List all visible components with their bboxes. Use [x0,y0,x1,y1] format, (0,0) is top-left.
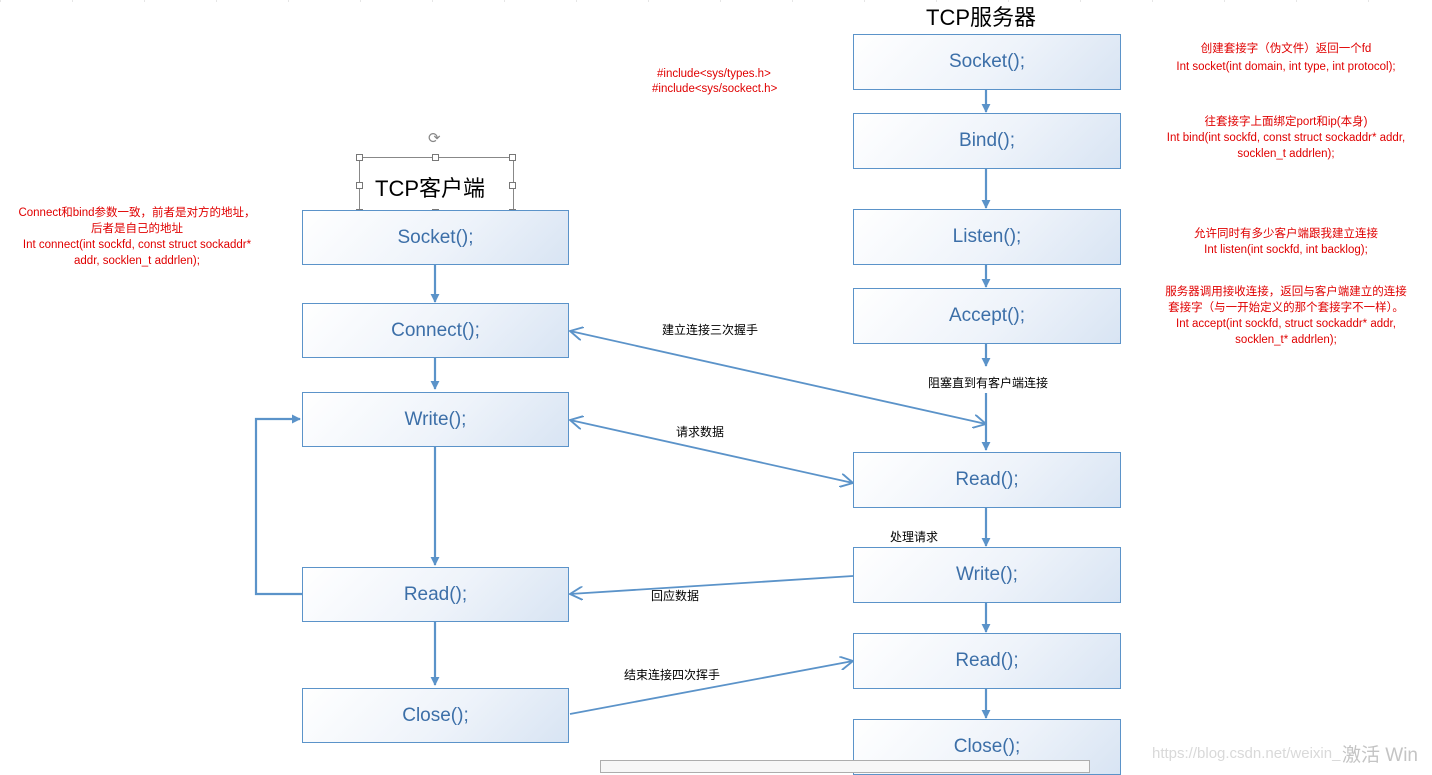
server-write-box[interactable]: Write(); [853,547,1121,603]
note-socket-line: 创建套接字（伪文件）返回一个fd [1200,43,1372,55]
client-title: TCP客户端 [375,176,486,201]
note-bind-line: Int bind(int sockfd, const struct sockad… [1166,132,1406,144]
label-process: 处理请求 [890,530,939,544]
label-handshake: 建立连接三次握手 [662,323,759,337]
label-close: 结束连接四次挥手 [624,668,721,682]
note-connect-line: Int connect(int sockfd, const struct soc… [22,239,252,251]
server-read-box[interactable]: Read(); [853,452,1121,508]
server-bind-box[interactable]: Bind(); [853,113,1121,169]
note-listen-line: Int listen(int sockfd, int backlog); [1204,244,1368,256]
horizontal-scrollbar[interactable] [600,760,1090,773]
note-socket: 创建套接字（伪文件）返回一个fd Int socket(int domain, … [1136,41,1432,75]
note-accept-line: 套接字（与一开始定义的那个套接字不一样）。 [1168,302,1404,314]
client-connect-box[interactable]: Connect(); [302,303,569,358]
server-read2-box[interactable]: Read(); [853,633,1121,689]
arrow-client-loop [254,414,302,596]
include-socket: #include<sys/sockect.h> [652,83,778,95]
arrow-request [570,420,853,483]
resize-handle[interactable] [509,182,516,189]
note-bind-line: 往套接字上面绑定port和ip(本身) [1204,116,1368,128]
note-accept-line: 服务器调用接收连接，返回与客户端建立的连接 [1165,286,1407,298]
arrow-response [570,575,854,594]
note-bind: 往套接字上面绑定port和ip(本身) Int bind(int sockfd,… [1136,114,1432,162]
client-read-box[interactable]: Read(); [302,567,569,622]
client-close-box[interactable]: Close(); [302,688,569,743]
resize-handle[interactable] [509,154,516,161]
label-request: 请求数据 [676,425,725,439]
note-connect-line: Connect和bind参数一致，前者是对方的地址， [18,207,256,219]
label-block: 阻塞直到有客户端连接 [928,376,1049,390]
rotate-handle-icon[interactable]: ⟳ [428,130,441,147]
note-connect-line: addr, socklen_t addrlen); [74,255,200,267]
server-accept-box[interactable]: Accept(); [853,288,1121,344]
arrow-handshake [570,331,986,424]
client-socket-box[interactable]: Socket(); [302,210,569,265]
include-types: #include<sys/types.h> [657,68,771,80]
note-accept-line: socklen_t* addrlen); [1235,334,1337,346]
resize-handle[interactable] [356,182,363,189]
label-response: 回应数据 [651,589,700,603]
server-socket-box[interactable]: Socket(); [853,34,1121,90]
note-listen: 允许同时有多少客户端跟我建立连接 Int listen(int sockfd, … [1136,226,1432,258]
resize-handle[interactable] [356,154,363,161]
client-write-box[interactable]: Write(); [302,392,569,447]
server-listen-box[interactable]: Listen(); [853,209,1121,265]
note-connect: Connect和bind参数一致，前者是对方的地址， 后者是自己的地址 Int … [0,205,274,269]
resize-handle[interactable] [432,154,439,161]
arrow-close-handshake [569,661,853,715]
note-socket-line: Int socket(int domain, int type, int pro… [1176,61,1396,73]
note-accept-line: Int accept(int sockfd, struct sockaddr* … [1176,318,1396,330]
blog-watermark: https://blog.csdn.net/weixin_ [1152,745,1341,762]
note-bind-line: socklen_t addrlen); [1237,148,1335,160]
top-ruler [0,0,1432,2]
note-listen-line: 允许同时有多少客户端跟我建立连接 [1194,228,1378,240]
note-accept: 服务器调用接收连接，返回与客户端建立的连接 套接字（与一开始定义的那个套接字不一… [1136,284,1432,348]
server-title: TCP服务器 [926,5,1037,30]
note-connect-line: 后者是自己的地址 [91,223,183,235]
activation-watermark: 激活 Win [1342,745,1419,766]
